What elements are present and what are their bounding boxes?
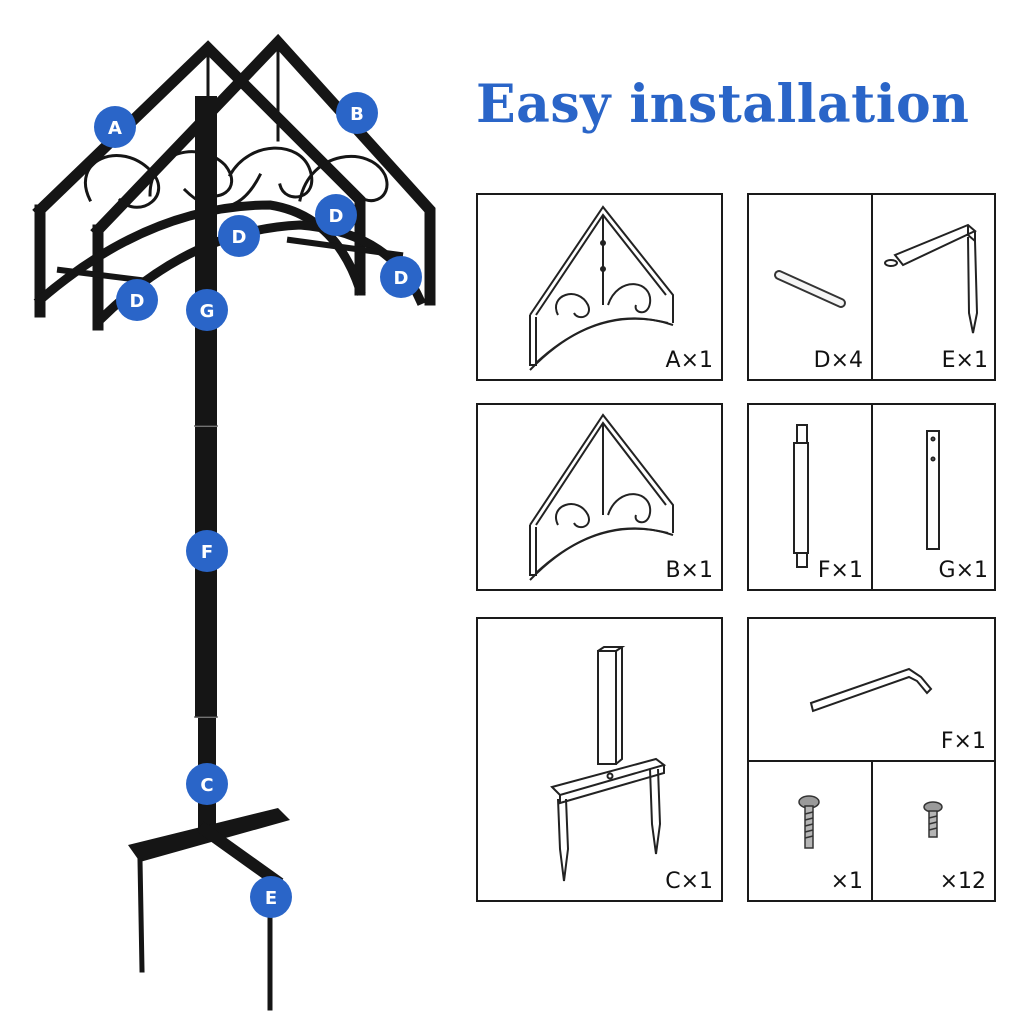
assembled-hose-holder-illustration: A B D D D D G F C E bbox=[32, 33, 436, 1011]
callout-badge-c: C bbox=[186, 763, 228, 805]
base-stake-left bbox=[137, 857, 145, 973]
pole-g-icon bbox=[926, 430, 940, 550]
svg-text:D: D bbox=[394, 268, 409, 289]
svg-text:D: D bbox=[329, 206, 344, 227]
part-quantity-label: ×1 bbox=[830, 869, 863, 894]
svg-text:F: F bbox=[201, 542, 213, 563]
svg-text:D: D bbox=[130, 291, 145, 312]
rod-d-icon bbox=[774, 270, 846, 308]
pole-g-illustration bbox=[195, 96, 217, 426]
part-cell-f: F×1 bbox=[749, 405, 871, 589]
part-quantity-label: D×4 bbox=[813, 348, 863, 373]
part-quantity-label: G×1 bbox=[938, 558, 988, 583]
part-cell-d: D×4 bbox=[749, 195, 871, 379]
pole-f-icon bbox=[793, 424, 809, 568]
callout-badge-b: B bbox=[336, 92, 378, 134]
arch-panel-a-icon bbox=[529, 205, 674, 371]
part-quantity-label: B×1 bbox=[665, 558, 713, 583]
part-quantity-label: F×1 bbox=[940, 729, 986, 754]
part-cell-long-screw: ×1 bbox=[749, 762, 871, 900]
part-cell-g: G×1 bbox=[873, 405, 996, 589]
part-panel-a: A×1 bbox=[476, 193, 723, 381]
part-panel-f-g: F×1 G×1 bbox=[747, 403, 996, 591]
callout-badge-d1: D bbox=[315, 194, 357, 236]
part-quantity-label: E×1 bbox=[941, 348, 988, 373]
page-title: Easy installation bbox=[476, 74, 970, 135]
part-cell-wrench: F×1 bbox=[749, 619, 994, 760]
hex-wrench-icon bbox=[809, 667, 933, 713]
part-panel-c: C×1 bbox=[476, 617, 723, 902]
part-panel-tools: F×1 ×1 ×12 bbox=[747, 617, 996, 902]
part-quantity-label: ×12 bbox=[939, 869, 986, 894]
part-cell-short-screw: ×12 bbox=[873, 762, 994, 900]
callout-badges: A B D D D D G F C E bbox=[94, 92, 422, 918]
svg-text:C: C bbox=[200, 775, 213, 796]
part-cell-e: E×1 bbox=[873, 195, 996, 379]
part-quantity-label: A×1 bbox=[665, 348, 713, 373]
callout-badge-e: E bbox=[250, 876, 292, 918]
svg-text:D: D bbox=[232, 227, 247, 248]
svg-text:G: G bbox=[200, 301, 215, 322]
callout-badge-d2: D bbox=[218, 215, 260, 257]
part-panel-b: B×1 bbox=[476, 403, 723, 591]
callout-badge-a: A bbox=[94, 106, 136, 148]
part-quantity-label: F×1 bbox=[817, 558, 863, 583]
front-arch-frame bbox=[90, 33, 436, 306]
base-stake-c-icon bbox=[550, 646, 667, 882]
long-screw-icon bbox=[798, 795, 820, 849]
callout-badge-f: F bbox=[186, 530, 228, 572]
callout-badge-d4: D bbox=[116, 279, 158, 321]
short-screw-icon bbox=[923, 801, 943, 838]
svg-text:A: A bbox=[108, 118, 122, 139]
pole-f-illustration bbox=[195, 427, 217, 717]
stake-e-icon bbox=[884, 223, 979, 334]
callout-badge-d3: D bbox=[380, 256, 422, 298]
svg-text:E: E bbox=[265, 888, 277, 909]
part-quantity-label: C×1 bbox=[665, 869, 713, 894]
callout-badge-g: G bbox=[186, 289, 228, 331]
svg-text:B: B bbox=[350, 104, 364, 125]
arch-panel-b-icon bbox=[529, 413, 674, 581]
part-panel-d-e: D×4 E×1 bbox=[747, 193, 996, 381]
